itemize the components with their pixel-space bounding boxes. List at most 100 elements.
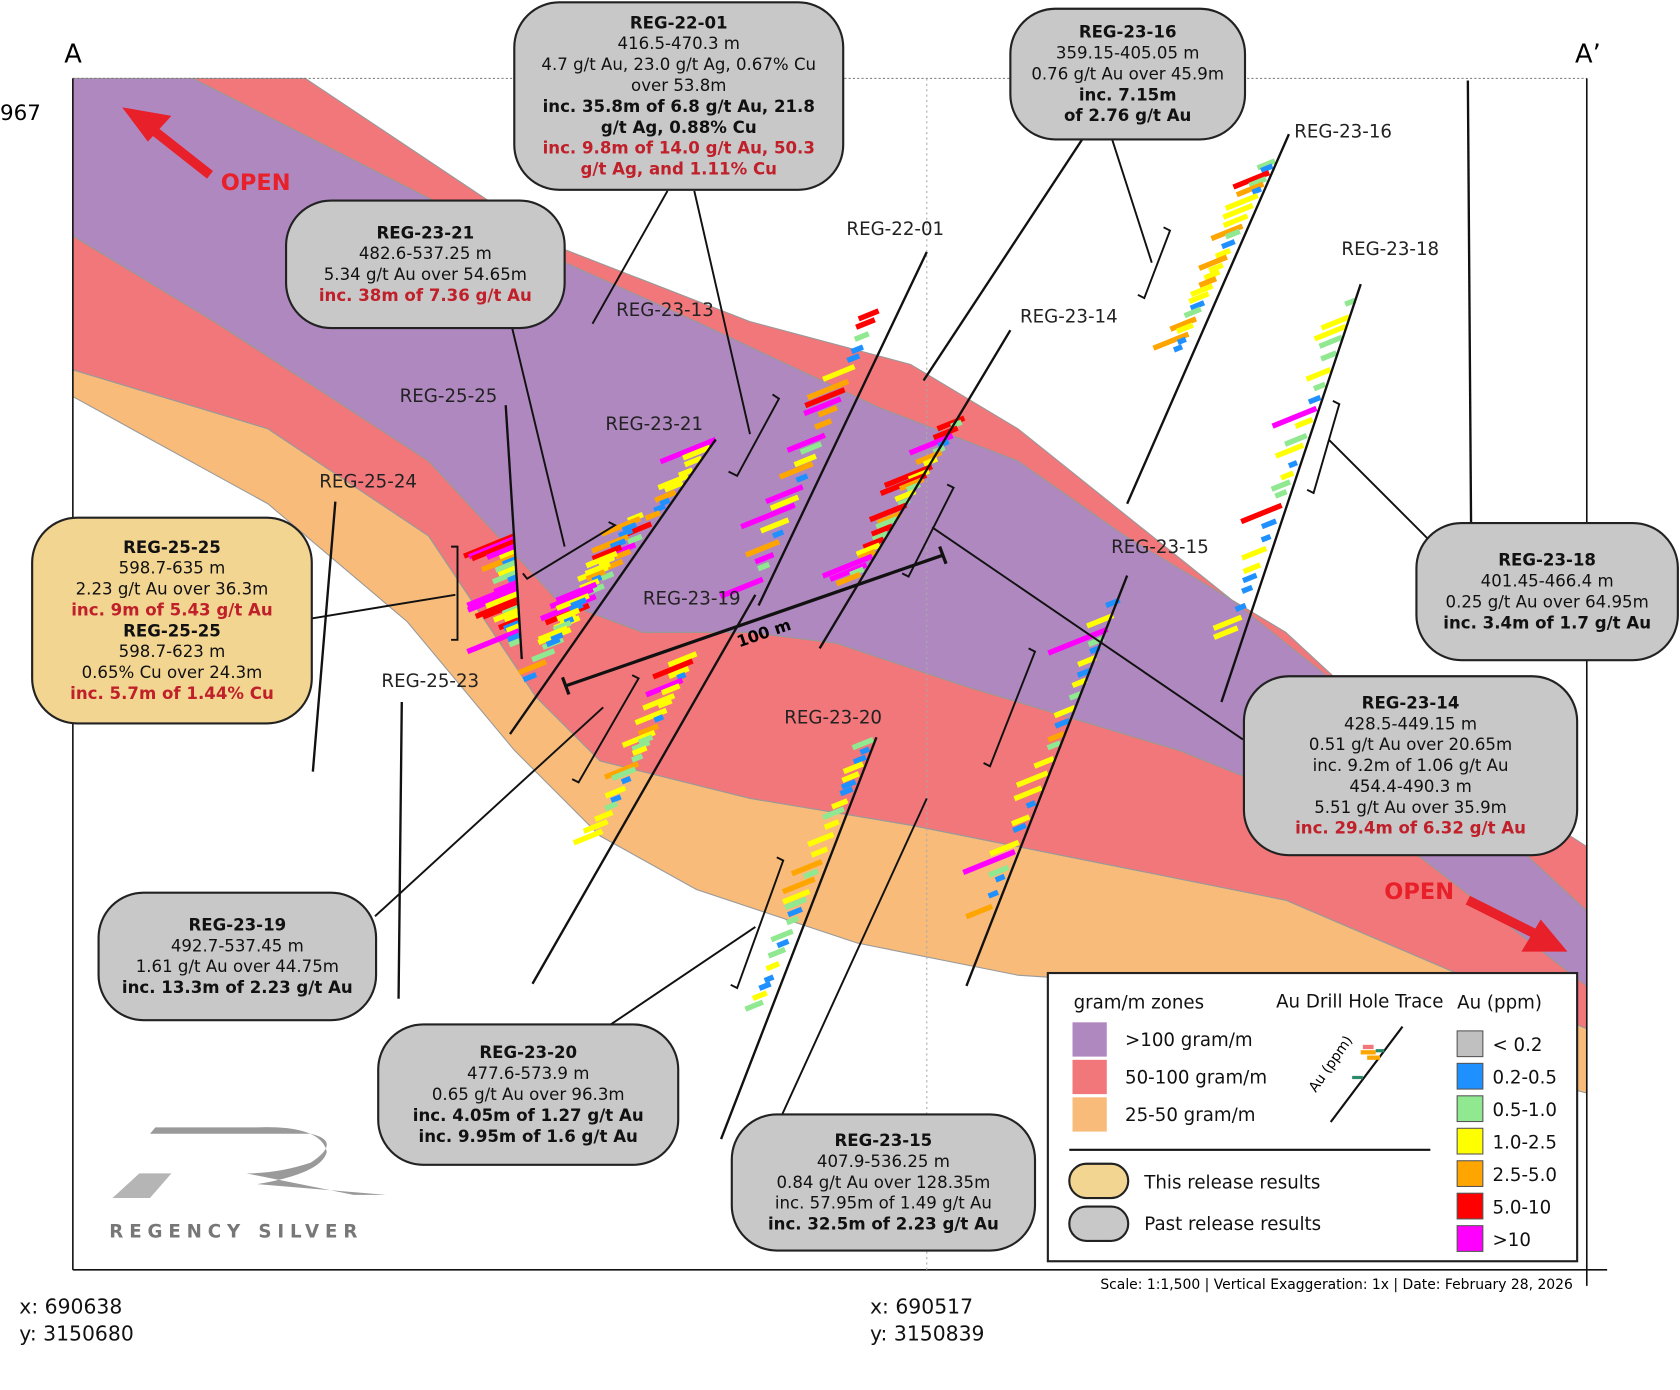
legend-label: >100 gram/m [1125, 1030, 1253, 1051]
callout-line: 477.6-573.9 m [467, 1064, 589, 1083]
hole-label: REG-23-20 [784, 707, 882, 728]
assay-bar [1175, 322, 1194, 335]
assay-bar [817, 405, 838, 418]
assay-bar [1183, 306, 1202, 319]
assay-bar [806, 378, 850, 401]
assay-bar [821, 553, 874, 579]
assay-bar [814, 418, 833, 430]
open-arrow-upper-left: OPEN [122, 107, 291, 196]
legend-au-classes: < 0.20.2-0.50.5-1.01.0-2.52.5-5.05.0-10>… [1456, 1030, 1557, 1252]
assay-bar [503, 613, 520, 624]
callout-box [1242, 675, 1579, 857]
assay-bar [1274, 442, 1305, 459]
assay-bar [577, 564, 609, 582]
assay-bar [1010, 814, 1031, 827]
callout-line: 4.7 g/t Au, 23.0 g/t Ag, 0.67% Cu [541, 55, 816, 74]
assay-bar [600, 571, 615, 581]
assay-bar [505, 623, 520, 634]
assay-bar [1274, 489, 1288, 499]
assay-bar [597, 555, 616, 567]
assay-bar [492, 607, 520, 623]
assay-bar [835, 571, 862, 587]
callout-title: REG-23-18 [1498, 551, 1596, 570]
assay-bar [1012, 822, 1027, 833]
assay-bar [1198, 254, 1228, 271]
assay-bar [1212, 614, 1243, 631]
assay-bar [555, 593, 590, 612]
assay-bar [682, 444, 711, 461]
assay-bar [1189, 283, 1214, 298]
assay-bar [642, 693, 676, 711]
assay-bar [667, 651, 698, 668]
assay-bar [1251, 186, 1263, 195]
callout-line: inc. 29.4m of 6.32 g/t Au [1295, 819, 1526, 838]
drill-hole-reg-23-20 [719, 736, 878, 1140]
assay-bar [1312, 381, 1327, 392]
legend-trace-title: Au Drill Hole Trace [1276, 991, 1443, 1012]
assay-bar [518, 659, 547, 676]
assay-bar [850, 344, 865, 355]
assay-bar [585, 550, 618, 569]
assay-bar [1086, 612, 1115, 629]
assay-bar [660, 683, 681, 696]
assay-bar [1241, 545, 1268, 561]
assay-bar [582, 819, 609, 834]
assay-bar [508, 638, 521, 648]
callout-line: inc. 35.8m of 6.8 g/t Au, 21.8 [543, 97, 815, 116]
callout-title: REG-23-16 [1079, 23, 1177, 42]
assay-bar [634, 707, 668, 726]
assay-bar [604, 761, 640, 780]
callout-line: 492.7-537.45 m [171, 936, 304, 955]
callout-title: REG-23-19 [188, 915, 286, 934]
assay-bar [637, 723, 660, 737]
assay-bar [1176, 336, 1187, 345]
assay-bar [609, 538, 627, 550]
assay-bar [486, 543, 516, 560]
assay-bar [466, 582, 518, 608]
assay-bar [829, 562, 868, 582]
callout-line: g/t Ag, and 1.11% Cu [581, 160, 777, 179]
assay-bar [883, 463, 934, 489]
assay-bar [770, 928, 794, 943]
assay-bar [857, 308, 880, 322]
assay-bar [846, 353, 861, 364]
legend-swatch [1072, 1059, 1107, 1095]
callout-line: g/t Ag, 0.88% Cu [601, 118, 757, 137]
assay-bar [795, 473, 809, 483]
callout-title: REG-23-15 [835, 1131, 933, 1150]
assay-bar [1224, 193, 1259, 211]
callout-line: 0.76 g/t Au over 45.9m [1031, 64, 1224, 83]
assay-bar [1213, 625, 1239, 640]
coord-left-x: x: 690638 [19, 1295, 122, 1319]
callout-box [31, 516, 313, 725]
arrow-head-icon [1521, 919, 1568, 952]
hole-label: REG-23-13 [616, 300, 714, 321]
callout-line: inc. 13.3m of 2.23 g/t Au [122, 978, 353, 997]
drill-hole-reg-22-01 [757, 251, 928, 607]
callout-line: of 2.76 g/t Au [1064, 106, 1191, 125]
callout-line: 5.51 g/t Au over 35.9m [1314, 798, 1507, 817]
hole-label: REG-25-23 [381, 671, 479, 692]
au-legend-label: >10 [1493, 1230, 1531, 1251]
assay-bar [1260, 518, 1277, 530]
assay-bar [1077, 654, 1097, 668]
assay-bar [1260, 163, 1274, 174]
assay-bar [1320, 314, 1351, 331]
open-label-right: OPEN [1384, 879, 1454, 905]
assay-bar [1172, 344, 1184, 353]
drill-hole-reg-23-19 [531, 594, 757, 985]
au-legend-swatch [1456, 1062, 1484, 1090]
assay-bar [962, 849, 1016, 875]
assay-bar [839, 786, 854, 797]
callout-title: REG-23-21 [377, 223, 475, 242]
assay-bar [466, 628, 521, 655]
assay-bar [522, 672, 538, 683]
assay-bar [654, 489, 677, 503]
assay-bar [657, 698, 673, 709]
drill-hole-reg-23-14 [818, 329, 1012, 649]
coord-mid-y: y: 3150839 [870, 1322, 984, 1346]
assay-bar [994, 873, 1006, 883]
assay-bar [1280, 470, 1295, 481]
assay-bar [745, 539, 781, 558]
drill-hole-reg-23-16 [1126, 133, 1291, 505]
